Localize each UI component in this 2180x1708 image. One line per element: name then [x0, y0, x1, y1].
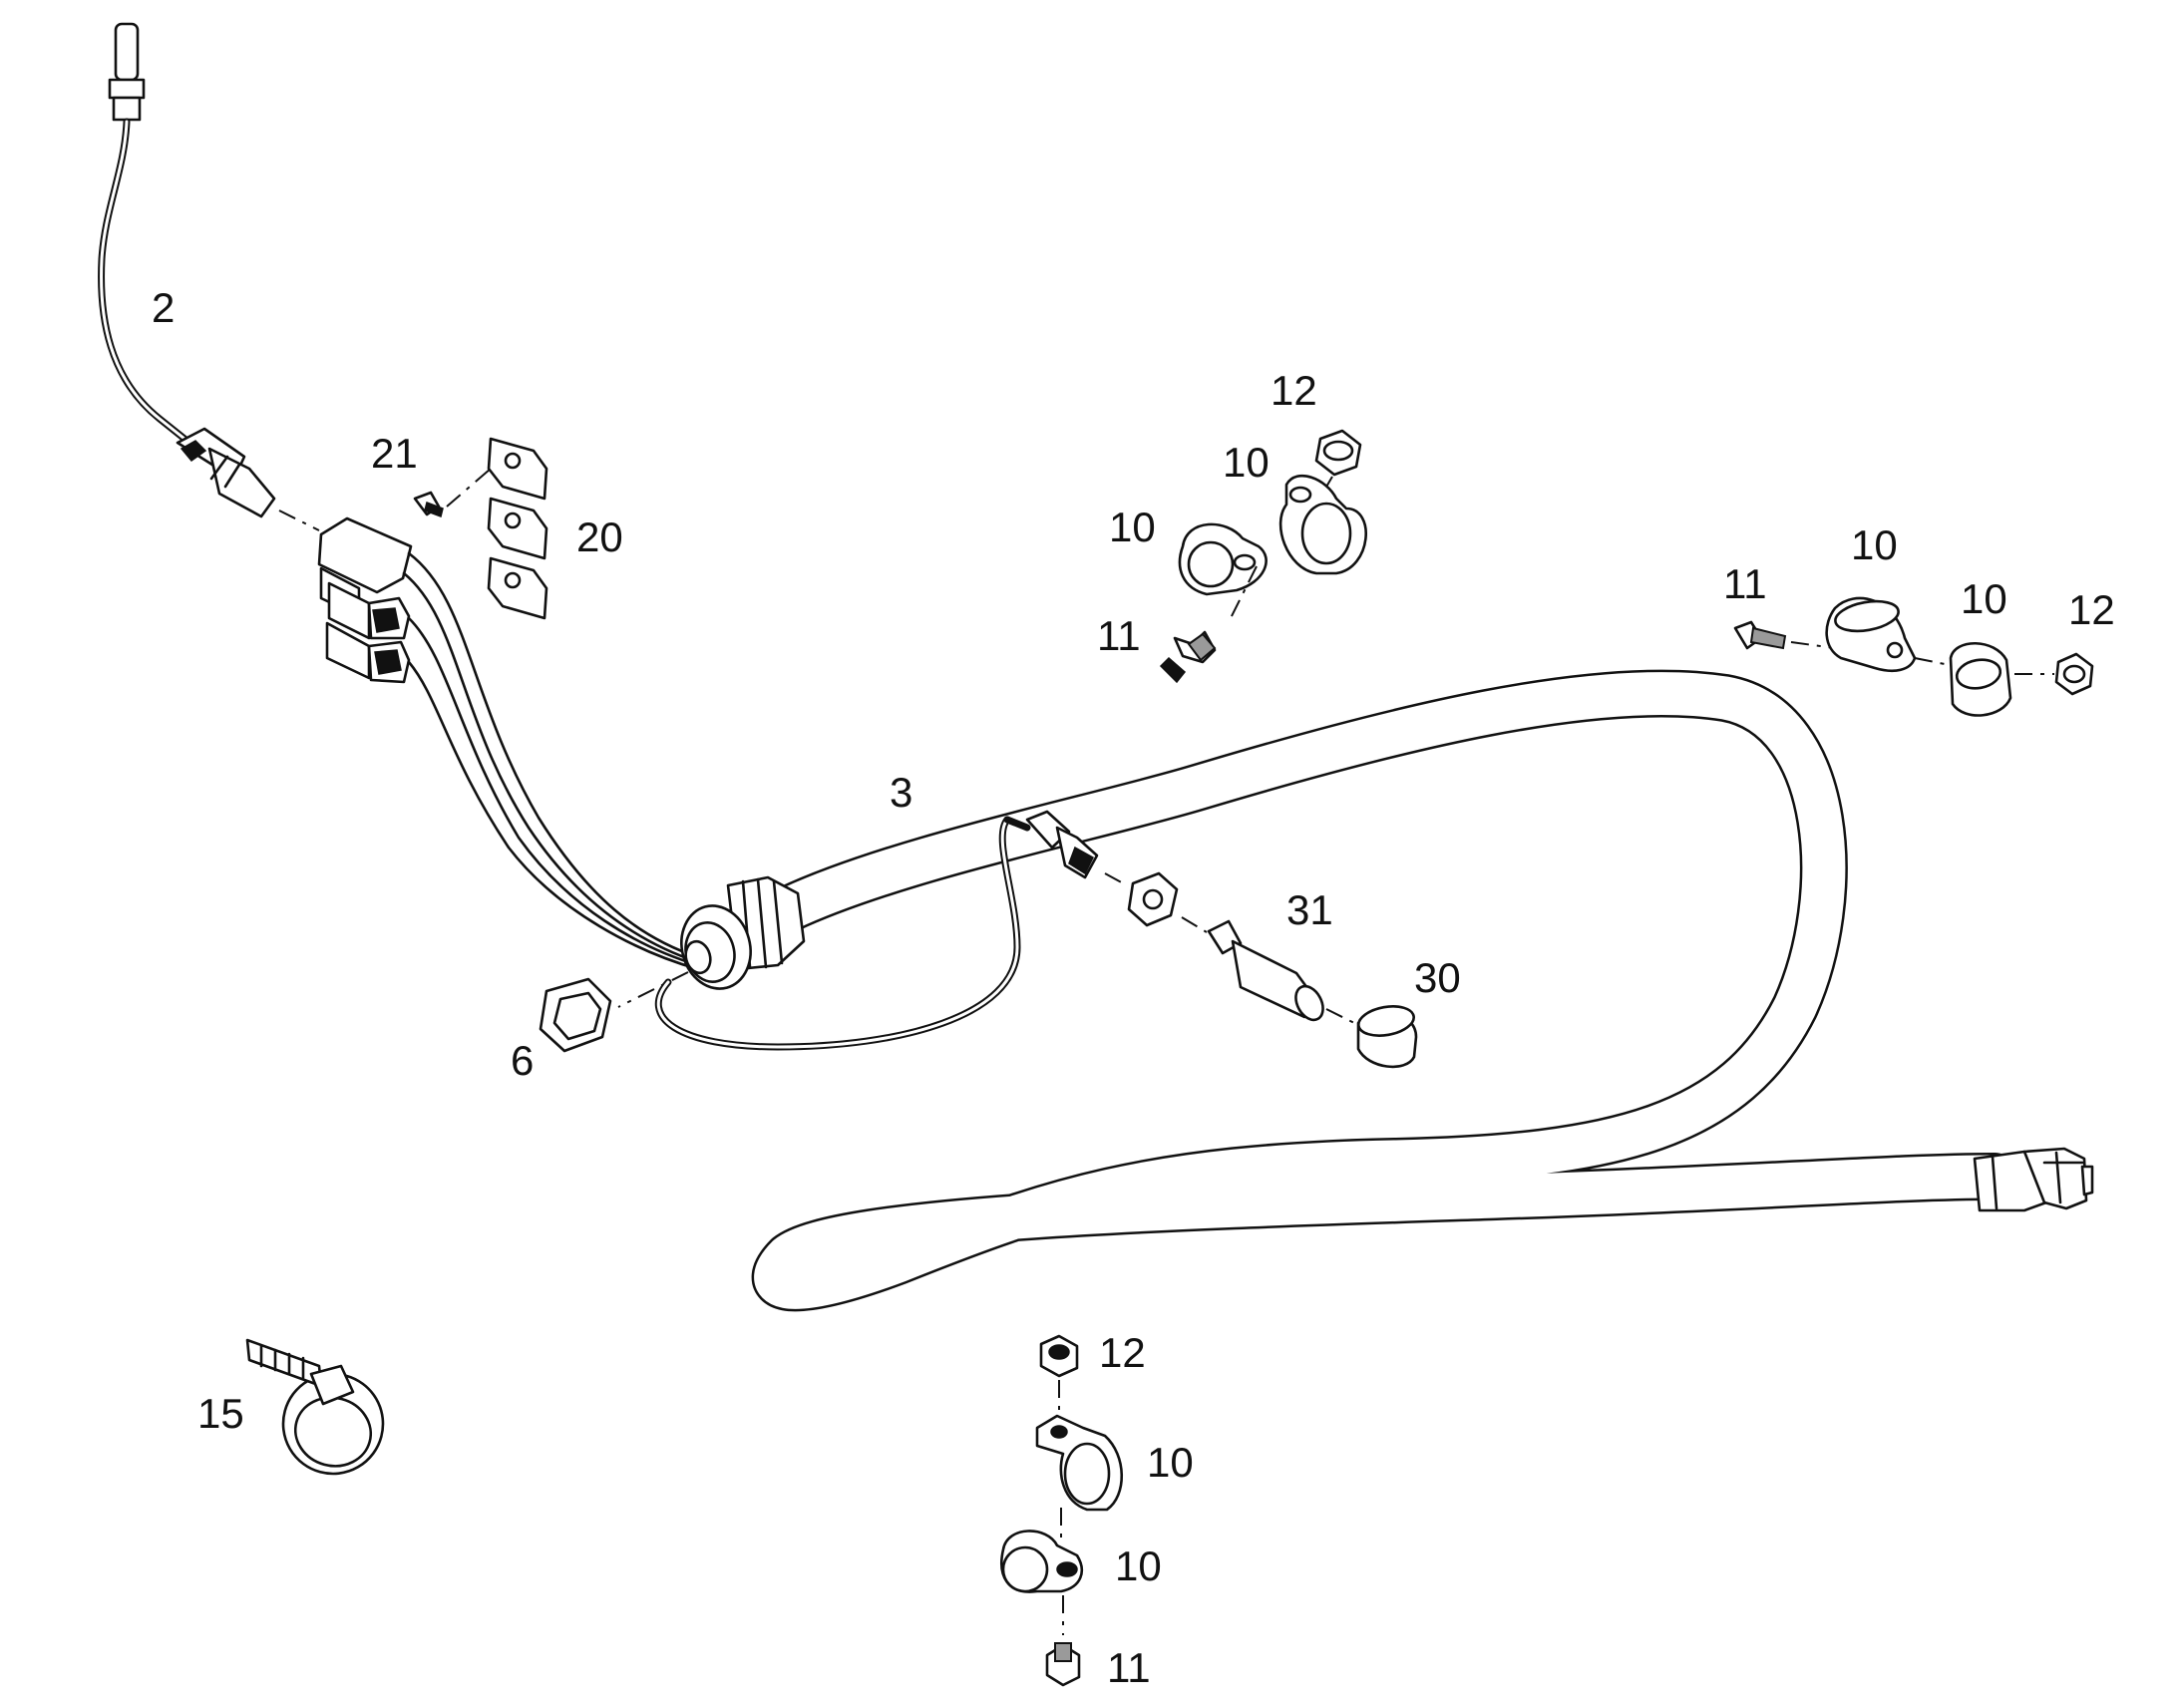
callout-20: 20: [576, 513, 623, 560]
callout-10: 10: [1961, 575, 2007, 622]
callout-21: 21: [371, 430, 418, 477]
pin-lead-wire: [654, 816, 1031, 1051]
cap-30: [1356, 1005, 1418, 1069]
connector-wires: [402, 551, 700, 971]
callout-11: 11: [1097, 612, 1141, 659]
small-screw-21: [413, 468, 492, 517]
clip-group-20: [487, 437, 548, 620]
callout-10: 10: [1109, 504, 1156, 550]
callout-labels: 2 3 6 10 10 10 10 10 10 11 11 11 12 12 1…: [152, 284, 2115, 1691]
callout-10: 10: [1115, 1542, 1162, 1589]
callout-6: 6: [511, 1037, 534, 1084]
plug-nut: [1127, 871, 1208, 933]
callout-12: 12: [1271, 367, 1317, 414]
harness-end-connector: [1973, 1147, 2094, 1212]
plug-pin-31: [1207, 919, 1355, 1024]
callout-11: 11: [1723, 560, 1767, 607]
callout-11: 11: [1107, 1644, 1151, 1691]
upper-clamp-group: [1159, 429, 1367, 684]
callout-2: 2: [152, 284, 175, 331]
lower-clamp-group: [1000, 1334, 1124, 1687]
sensor-cable: [98, 22, 320, 531]
cable-tie-15: [245, 1338, 385, 1476]
cable-gland: [617, 875, 806, 1008]
callout-3: 3: [890, 769, 912, 816]
callout-10: 10: [1147, 1439, 1194, 1486]
right-clamp-group: [1733, 596, 2094, 717]
harness-plug: [1025, 810, 1128, 886]
callout-10: 10: [1851, 521, 1898, 568]
main-harness-tube: [751, 669, 2018, 1312]
callout-30: 30: [1414, 954, 1461, 1001]
callout-12: 12: [1099, 1329, 1146, 1376]
callout-31: 31: [1286, 886, 1333, 933]
connector-block: [317, 516, 413, 684]
hex-nut-6: [539, 977, 612, 1053]
callout-15: 15: [197, 1390, 244, 1437]
callout-12: 12: [2068, 586, 2115, 633]
callout-10: 10: [1223, 439, 1270, 486]
